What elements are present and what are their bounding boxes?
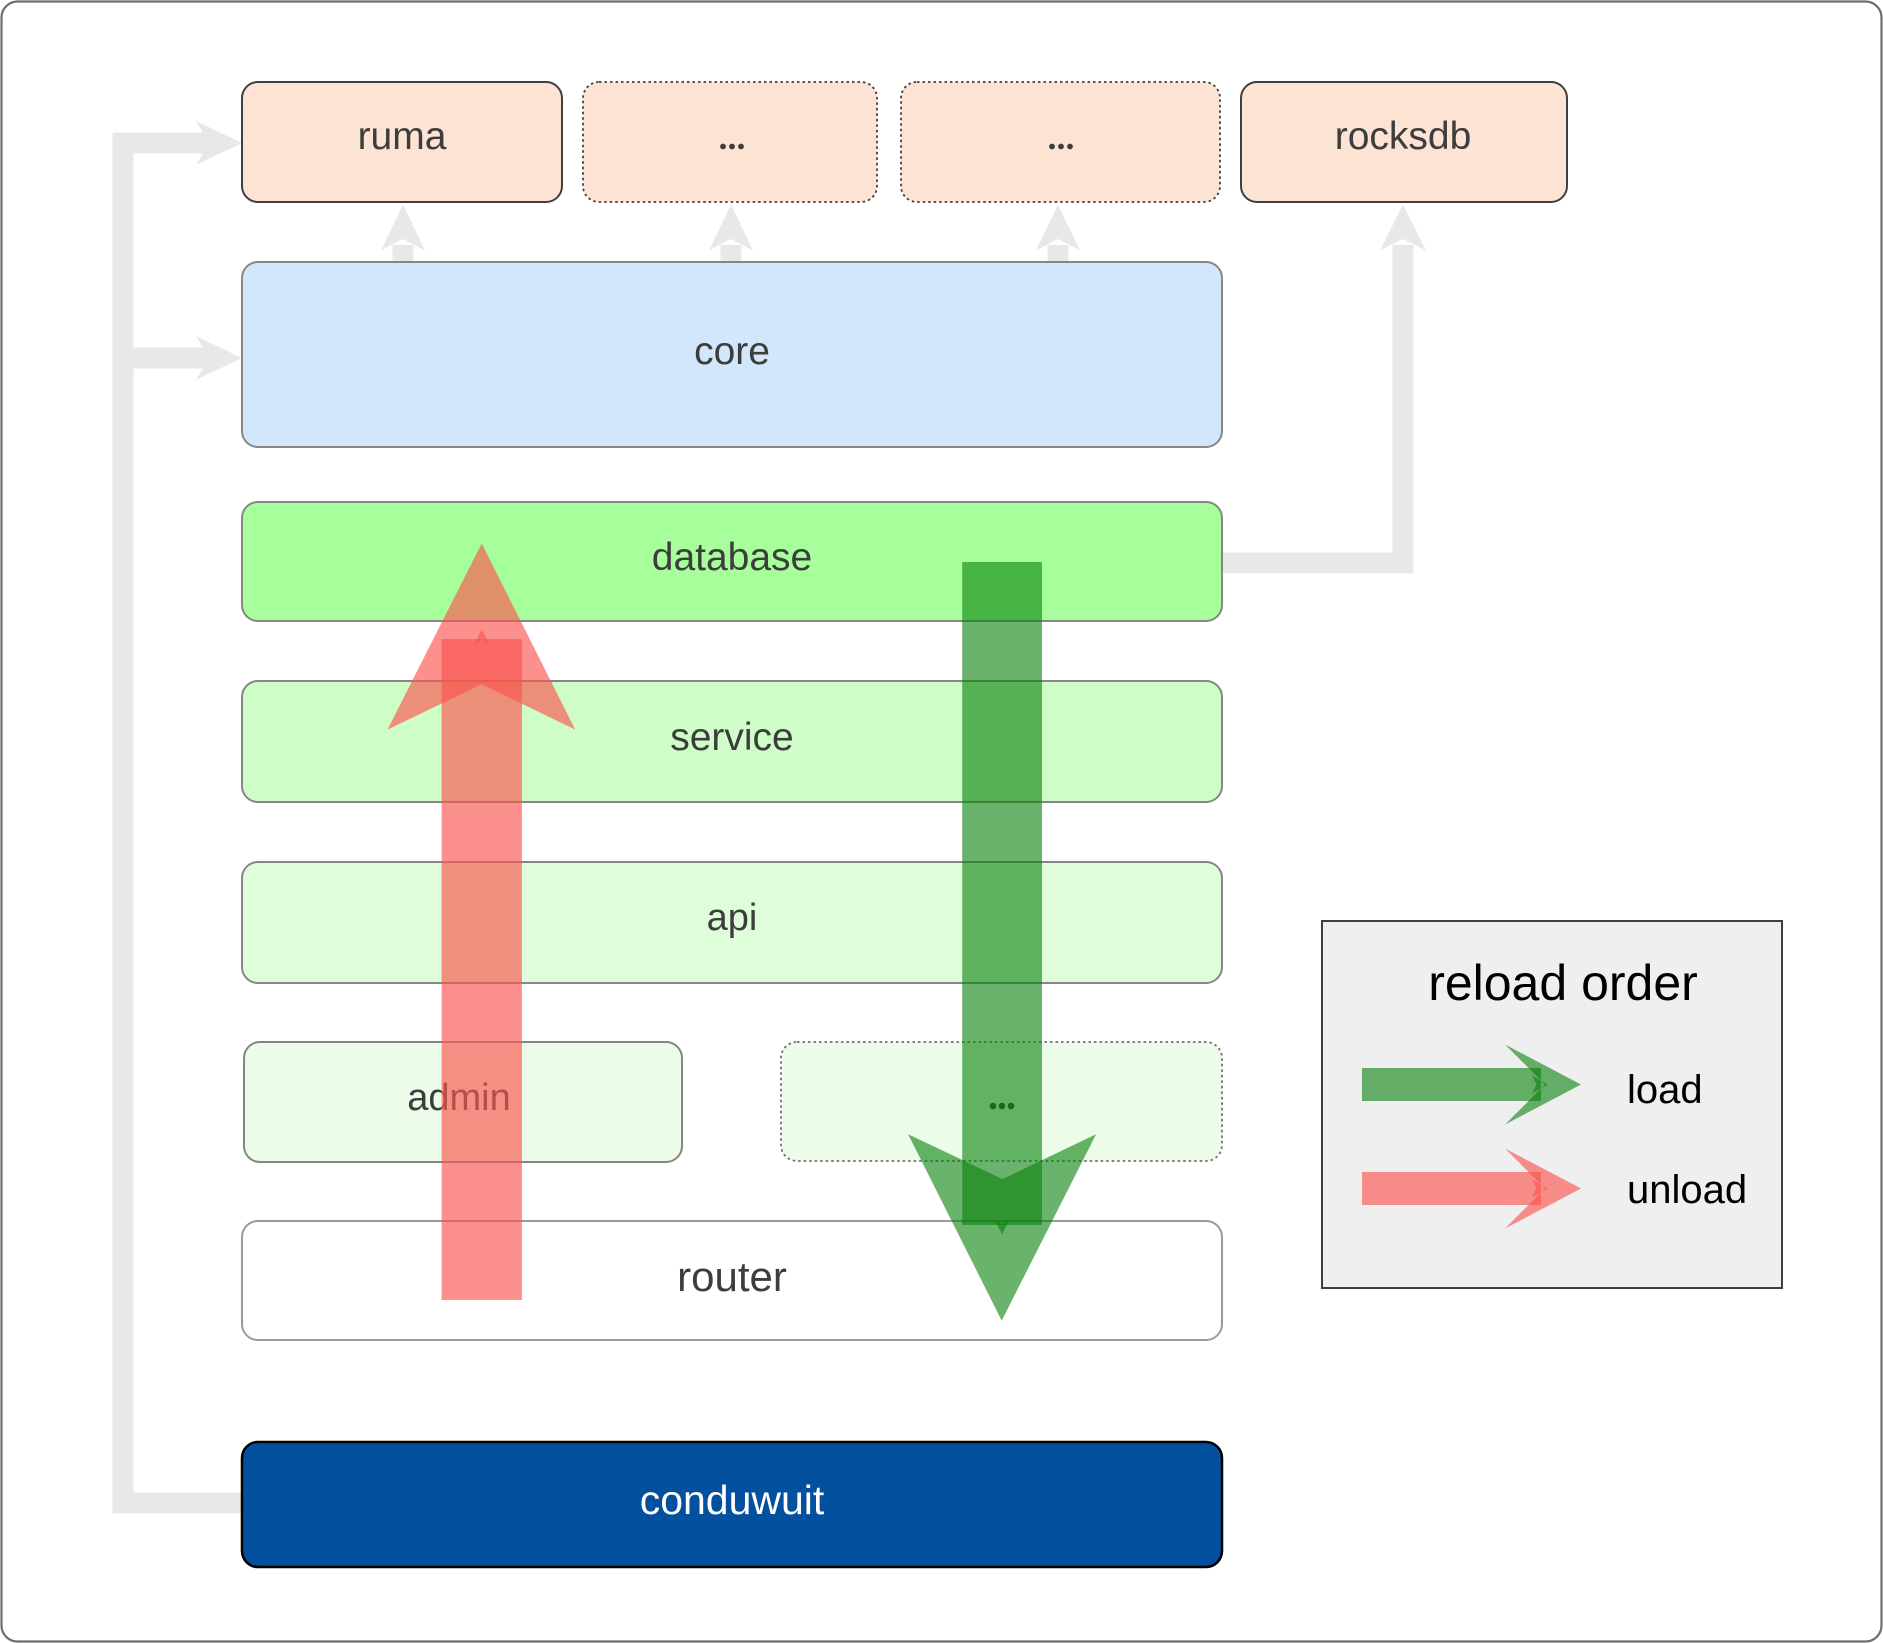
svg-text:api: api [707,897,758,939]
svg-text:unload: unload [1627,1168,1747,1212]
svg-text:core: core [694,330,770,373]
svg-text:conduwuit: conduwuit [640,1477,825,1523]
svg-text:reload order: reload order [1428,955,1698,1011]
svg-text:database: database [652,536,812,579]
svg-text:service: service [670,716,794,759]
svg-text:router: router [677,1253,787,1300]
svg-text:load: load [1627,1068,1703,1112]
svg-text:ruma: ruma [358,115,447,158]
svg-text:rocksdb: rocksdb [1335,115,1472,158]
